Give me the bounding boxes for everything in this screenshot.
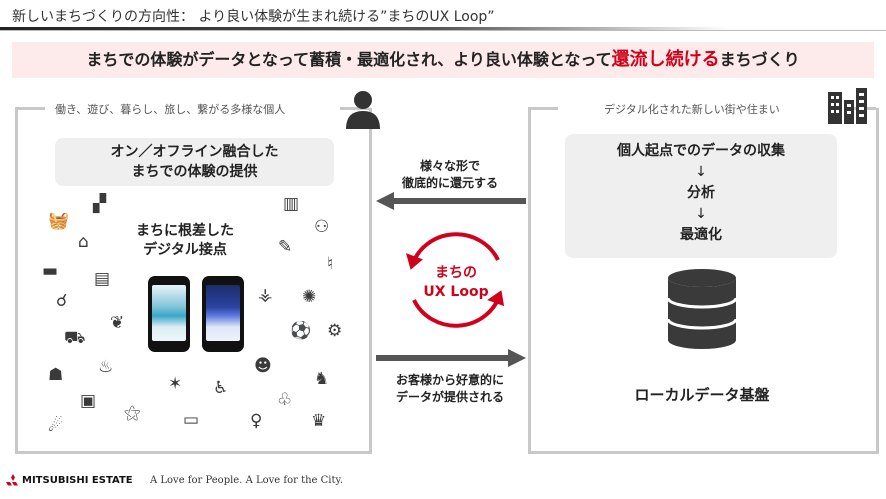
home-icon: ⌂ [78,232,89,252]
group-icon: ☻ [254,356,272,376]
right-panel-topline-a [528,107,558,110]
left-panel-topline-b [340,107,369,110]
banner-highlight: 還流し続ける [611,49,720,70]
return-arrow-line2: 徹底的に還元する [401,176,498,190]
experience-box-line1: オン／オフライン融合した [110,144,279,160]
phone-screen-right [206,285,240,341]
banner-text-part1: まちでの体験がデータとなって蓄積・最適化され、より良い体験となって [86,50,612,69]
right-panel [528,108,879,454]
right-panel-label: デジタル化された新しい街や住まい [604,103,780,116]
food-tray-icon: ♨ [98,357,114,377]
plant-hand-icon: ❦ [110,313,125,333]
touchpoint-label: まちに根差した デジタル接点 [130,222,240,260]
slide-title: 新しいまちづくりの方向性： より良い体験が生まれ続ける”まちのUX Loop” [12,9,495,25]
data-process-box: 個人起点でのデータの収集 ↓ 分析 ↓ 最適化 [565,134,837,258]
process-arrow-1: ↓ [695,164,707,180]
left-panel [15,108,372,454]
pregnant-icon: ♀ [250,411,263,431]
family-icon: ☗ [48,365,64,385]
antenna-icon: ⚶ [258,285,273,305]
park-bench-icon: ♧ [277,390,293,410]
car-icon: ⛟ [64,328,86,348]
left-panel-label: 働き、遊び、暮らし、旅し、繋がる多様な個人 [55,103,286,116]
provide-arrow-line2: データが提供される [395,390,504,404]
caregiver-icon: ♿ [213,378,229,398]
loop-label: まちの UX Loop [400,264,512,302]
presentation-icon: ▤ [94,269,111,289]
phone-screen-left [152,285,186,341]
return-arrow-line1: 様々な形で [419,159,480,173]
building-icon: ▥ [283,194,300,214]
running-icon: ♞ [314,369,330,389]
banner-text-part2: まちづくり [719,50,800,69]
toast-icon: ♮ [327,254,334,274]
basket-icon: 🧺 [48,211,70,231]
dancers-icon: ⚇ [314,217,330,237]
database-label: ローカルデータ基盤 [634,386,770,404]
touchpoint-line2: デジタル接点 [143,242,227,258]
provide-arrow-line1: お客様から好意的に [395,373,504,387]
star-sparkle-icon: ✶ [168,374,183,394]
smartphone-right [202,276,244,352]
loop-label-line1: まちの [435,265,477,281]
footer-brand: MITSUBISHI ESTATE [22,475,133,486]
provide-arrow-label: お客様から好意的に データが提供される [380,372,520,406]
title-rule [0,30,886,31]
process-step-analyze: 分析 [687,185,715,201]
loop-label-line2: UX Loop [423,284,489,300]
process-arrow-2: ↓ [695,206,707,222]
headline-banner: まちでの体験がデータとなって蓄積・最適化され、より良い体験となって還流し続けるま… [12,42,874,78]
touchpoint-line1: まちに根差した [136,223,234,239]
syringe-icon: ✎ [278,237,293,257]
process-step-collect: 個人起点でのデータの収集 [617,143,785,159]
celebration-icon: ♛ [311,411,327,431]
sports-balls-icon: ⚽ [290,321,312,341]
user-icon [346,91,380,129]
city-buildings-icon [828,88,867,124]
mitsubishi-logo [6,474,18,486]
database-icon [666,269,738,349]
balloon-icon: ☌ [56,291,68,311]
tennis-icon: ☄ [48,416,64,436]
return-arrow-label: 様々な形で 徹底的に還元する [390,158,510,192]
footer-tagline: A Love for People. A Love for the City. [150,475,343,486]
experience-box-line2: まちでの体験の提供 [131,164,258,180]
process-step-optimize: 最適化 [680,227,722,243]
experience-box: オン／オフライン融合した まちでの体験の提供 [55,138,334,186]
tablet-hand-icon: ▭ [183,410,200,430]
return-arrow [376,192,526,210]
loop-icon [406,232,505,328]
robot-icon: ⚙ [327,321,343,341]
cash-register-icon: ▣ [80,391,97,411]
left-panel-topline-a [15,107,45,110]
bed-icon: ▬ [42,261,59,281]
provide-arrow [376,349,526,367]
smartphone-left [148,276,190,352]
dragon-icon: ⚝ [124,403,141,423]
fireworks-icon: ✺ [302,287,317,307]
title-underline [0,27,730,31]
stroller-icon: ▞ [93,194,107,214]
